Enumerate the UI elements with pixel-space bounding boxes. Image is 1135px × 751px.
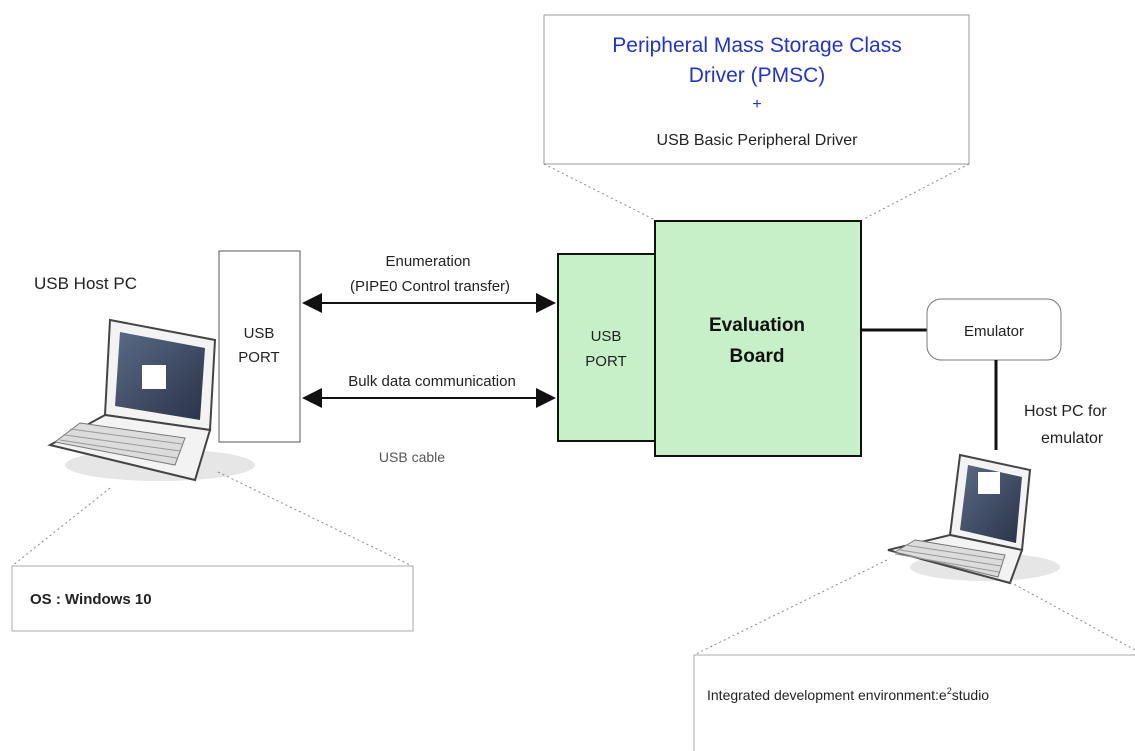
ide-label: Integrated development environment:e2stu… [707,686,989,703]
host-usb-port-line2: PORT [238,349,279,366]
enumeration-label: Enumeration [385,253,470,270]
driver-plus: + [752,96,761,113]
os-label: OS : Windows 10 [30,591,152,608]
evaluation-board: Evaluation Board [654,220,862,457]
driver-line1: Peripheral Mass Storage Class [612,34,901,57]
usb-host-pc-label: USB Host PC [34,274,137,293]
ide-label-prefix: Integrated development environment:e [707,687,947,703]
os-box: OS : Windows 10 [11,565,414,632]
bulk-label: Bulk data communication [348,373,516,390]
ide-label-suffix: studio [952,687,990,703]
host-usb-port-line1: USB [244,325,275,342]
board-usb-port-line2: PORT [585,353,626,370]
usb-cable-label: USB cable [379,449,445,465]
board-usb-port-line1: USB [591,328,622,345]
board-line1: Evaluation [709,315,805,336]
host-usb-port: USB PORT [218,250,301,443]
board-usb-port: USB PORT [557,253,656,442]
driver-line2: Driver (PMSC) [689,64,826,87]
ide-box: Integrated development environment:e2stu… [693,654,1135,751]
os-callout-left [11,487,111,567]
laptop-icon [887,453,1060,585]
emulator-box: Emulator [926,298,1062,361]
driver-box: Peripheral Mass Storage Class Driver (PM… [543,14,970,165]
host-pc-emulator-line2: emulator [1041,430,1104,447]
driver-line3: USB Basic Peripheral Driver [657,132,859,149]
os-callout-right [217,471,413,567]
ide-callout-left [693,559,888,656]
driver-callout-right [861,163,970,221]
board-line2: Board [730,346,785,367]
host-pc-emulator-line1: Host PC for [1024,403,1107,420]
driver-callout-left [543,163,656,221]
emulator-label: Emulator [964,323,1024,340]
ide-callout-right [1009,581,1135,651]
enumeration-sublabel: (PIPE0 Control transfer) [350,278,510,295]
laptop-icon [47,318,255,482]
ide-label-sup: 2 [947,686,952,696]
